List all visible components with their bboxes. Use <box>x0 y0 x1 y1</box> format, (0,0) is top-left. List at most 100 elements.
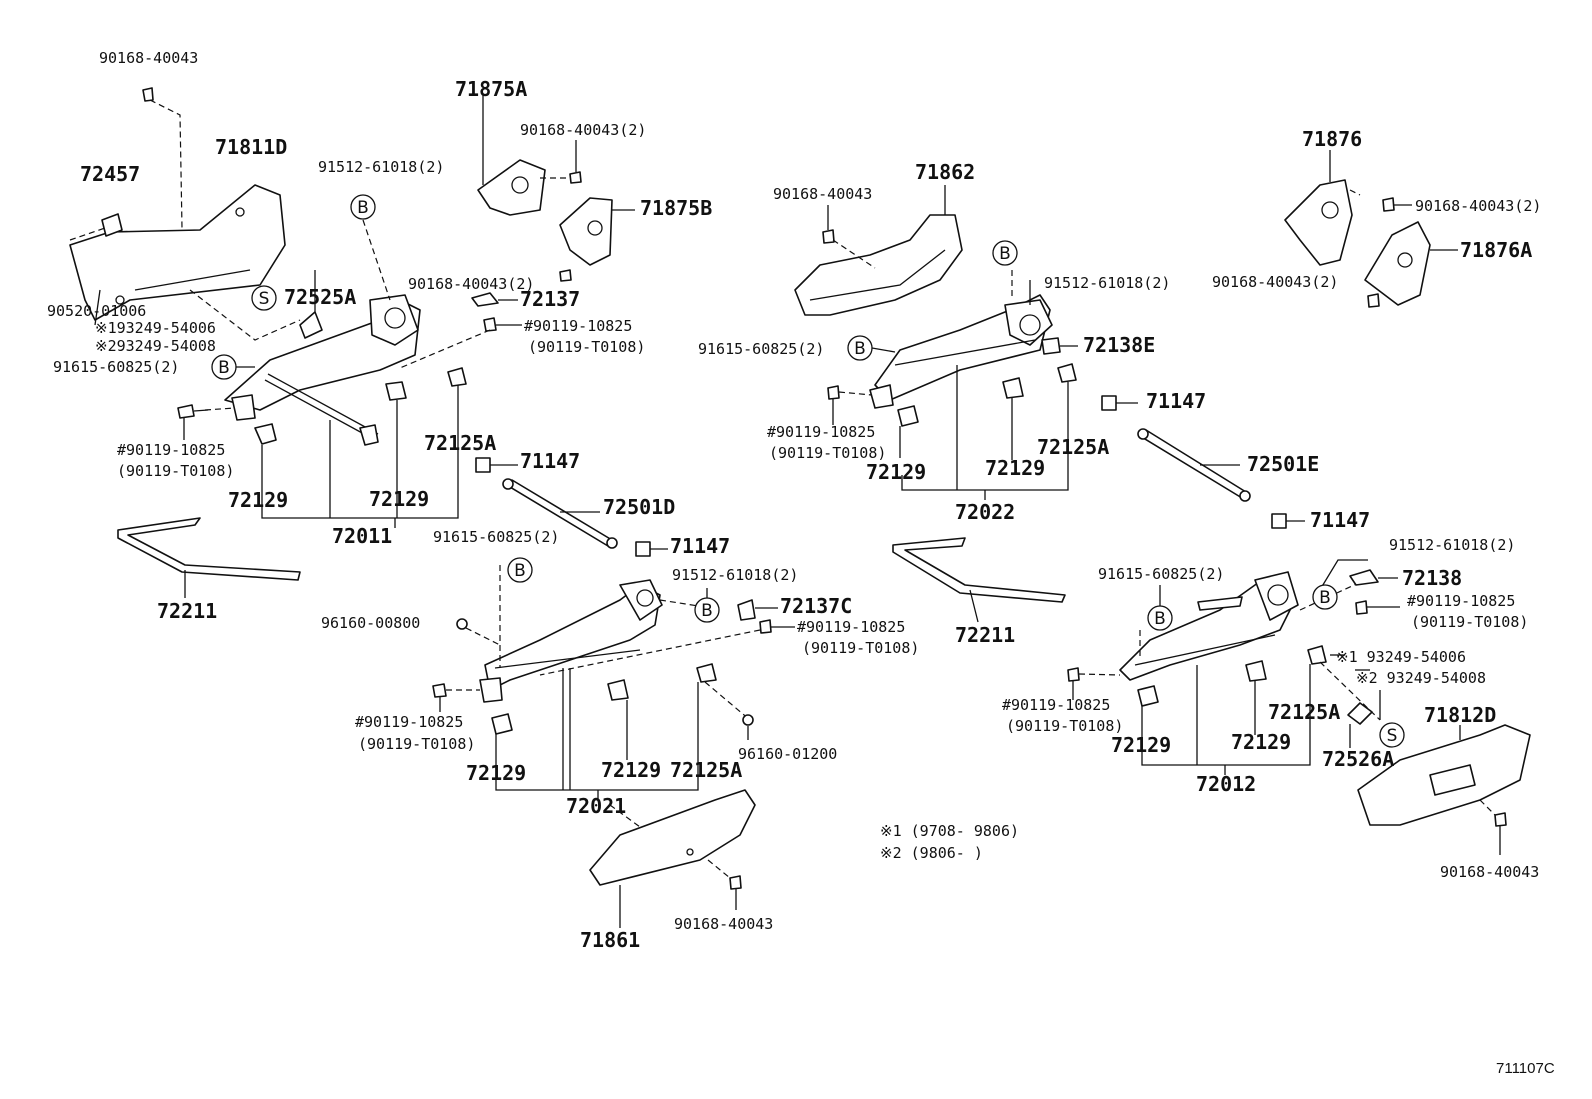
bushing-72129-r-b <box>1245 660 1267 682</box>
label-72129: 72129 <box>369 487 429 511</box>
callout-b-6: B <box>847 335 873 361</box>
callout-b-4: B <box>694 597 720 623</box>
nut-71147-rc2 <box>1271 513 1287 529</box>
cover-71862 <box>794 214 963 316</box>
label-72137c: 72137C <box>780 594 852 618</box>
label-90168-40043-f: 90168-40043(2) <box>1212 273 1338 291</box>
callout-b-8: B <box>1147 605 1173 631</box>
nut-71147-left2 <box>635 541 651 557</box>
label-90119-10825: #90119-10825 <box>117 441 225 459</box>
bushing-72129-left-a <box>254 423 277 445</box>
label-90168-40043-c: 90168-40043 <box>674 915 773 933</box>
callout-s-1: S <box>251 285 277 311</box>
bolt-90119-center1 <box>759 619 772 634</box>
bushing-72129-center-a <box>491 713 513 735</box>
label-90119-10825-b: #90119-10825 <box>524 317 632 335</box>
label-72011: 72011 <box>332 524 392 548</box>
svg-text:B: B <box>854 339 866 359</box>
label-72125a: 72125A <box>424 431 496 455</box>
label-72125a-e: 72125A <box>1268 700 1340 724</box>
label-91512-61018-b: 91512-61018(2) <box>672 566 798 584</box>
clip-90168-rt2 <box>1367 293 1380 308</box>
clip-72138 <box>1349 569 1379 586</box>
bolt-90119-r1 <box>1355 600 1368 615</box>
label-71862: 71862 <box>915 160 975 184</box>
callout-b-3: B <box>507 557 533 583</box>
clip-90168-rc <box>822 229 835 244</box>
label-72525a: 72525A <box>284 285 356 309</box>
label-71861: 71861 <box>580 928 640 952</box>
bushing-72129-rc-a <box>897 405 919 427</box>
label-71876: 71876 <box>1302 127 1362 151</box>
label-90168-40043-2: 90168-40043(2) <box>520 121 646 139</box>
label-71147-b: 71147 <box>670 534 730 558</box>
label-90119-t0108-c: (90119-T0108) <box>802 639 919 657</box>
svg-text:B: B <box>999 244 1011 264</box>
bushing-72129-r-a <box>1137 685 1159 707</box>
label-72501e: 72501E <box>1247 452 1319 476</box>
label-71811d: 71811D <box>215 135 287 159</box>
label-72129: 72129 <box>228 488 288 512</box>
bushing-72129-left-b <box>385 381 407 401</box>
svg-text:B: B <box>1319 588 1331 608</box>
label-93249-54008: ※293249-54008 <box>95 337 216 355</box>
label-91615-60825-c: 91615-60825(2) <box>698 340 824 358</box>
label-90520-01006: 90520-01006 <box>47 302 146 320</box>
note-2: ※2 (9806- ) <box>880 844 983 862</box>
adjuster-72021 <box>479 579 663 703</box>
cover-71811d <box>69 184 286 321</box>
label-90119-t0108: (90119-T0108) <box>117 462 234 480</box>
svg-text:B: B <box>1154 609 1166 629</box>
label-72125a-d: 72125A <box>1037 435 1109 459</box>
label-90119-10825-c: #90119-10825 <box>797 618 905 636</box>
label-90119-t0108-b: (90119-T0108) <box>528 338 645 356</box>
cover-71875b <box>559 197 613 266</box>
svg-text:B: B <box>357 198 369 218</box>
label-72129-d: 72129 <box>601 758 661 782</box>
bolt-90119-center2 <box>432 683 447 698</box>
callout-b-2: B <box>211 354 237 380</box>
label-90119-10825-f: #90119-10825 <box>1407 592 1515 610</box>
label-91615-60825-d: 91615-60825(2) <box>1098 565 1224 583</box>
label-72211-b: 72211 <box>955 623 1015 647</box>
nut-96160-00800 <box>456 618 468 630</box>
bracket-72125a-r <box>1307 645 1327 665</box>
label-93249-54006-b: ※1 93249-54006 <box>1336 648 1466 666</box>
nut-71147-left1 <box>475 457 491 473</box>
cover-71875a <box>477 159 546 216</box>
adjuster-72011 <box>224 294 421 446</box>
clip-90168-rt1 <box>1382 197 1395 212</box>
clip-72137 <box>471 292 499 307</box>
cover-71876 <box>1284 179 1353 266</box>
label-72125a-c: 72125A <box>670 758 742 782</box>
label-71876a: 71876A <box>1460 238 1532 262</box>
svg-text:B: B <box>701 601 713 621</box>
label-72526a: 72526A <box>1322 747 1394 771</box>
clip-90168-center <box>729 875 742 890</box>
label-90168-40043-g: 90168-40043 <box>1440 863 1539 881</box>
label-72137: 72137 <box>520 287 580 311</box>
label-96160-00800: 96160-00800 <box>321 614 420 632</box>
label-91615-60825-b: 91615-60825(2) <box>433 528 559 546</box>
svg-text:B: B <box>514 561 526 581</box>
label-90119-t0108-e: (90119-T0108) <box>769 444 886 462</box>
bolt-90119-left2 <box>483 317 497 332</box>
label-72129-g: 72129 <box>1111 733 1171 757</box>
svg-text:S: S <box>259 289 270 309</box>
bolt-90119-r2 <box>1067 667 1080 682</box>
label-90119-t0108-g: (90119-T0108) <box>1006 717 1123 735</box>
cover-71861 <box>589 789 756 886</box>
clip-90168-top2 <box>559 269 572 282</box>
label-90119-t0108-d: (90119-T0108) <box>358 735 475 753</box>
knob-72457 <box>101 213 123 237</box>
clip-90168-rb <box>1494 812 1507 827</box>
rod-72501e <box>1137 428 1251 502</box>
label-91512-61018-d: 91512-61018(2) <box>1389 536 1515 554</box>
bolt-90119-rc <box>827 385 840 400</box>
clip-90168-left <box>142 87 154 102</box>
cover-72526a <box>1347 702 1373 725</box>
label-72012: 72012 <box>1196 772 1256 796</box>
bar-72211-right <box>892 537 1066 603</box>
callout-s-2: S <box>1379 722 1405 748</box>
